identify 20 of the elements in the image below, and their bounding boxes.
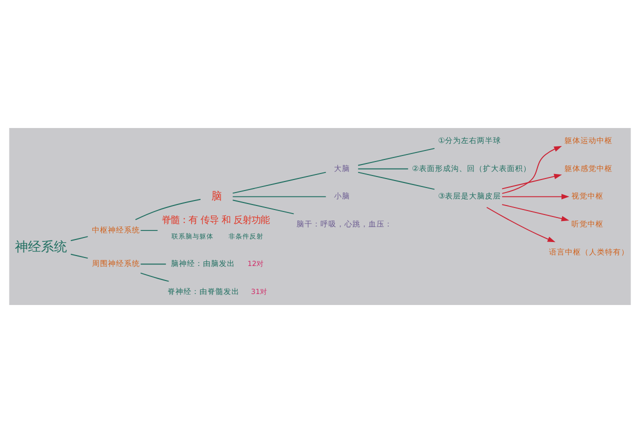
connector [232,171,326,194]
connector [232,196,326,197]
node-text: 脑 [211,188,222,202]
connector [358,168,409,169]
arrow [502,173,562,189]
connector [140,272,170,282]
node-text: 脊髓：有 传导 和 反射功能 [162,214,270,226]
arrow [486,206,556,242]
arrow [502,204,570,221]
connector [140,229,158,230]
connector [232,199,294,214]
connector [358,171,435,190]
connector [140,263,166,264]
node-text: 神经系统 [15,239,68,254]
arrow [502,193,570,199]
arrow [502,146,562,194]
connector [135,198,201,220]
connector [358,147,435,166]
connector [70,253,88,258]
connector [70,236,88,241]
